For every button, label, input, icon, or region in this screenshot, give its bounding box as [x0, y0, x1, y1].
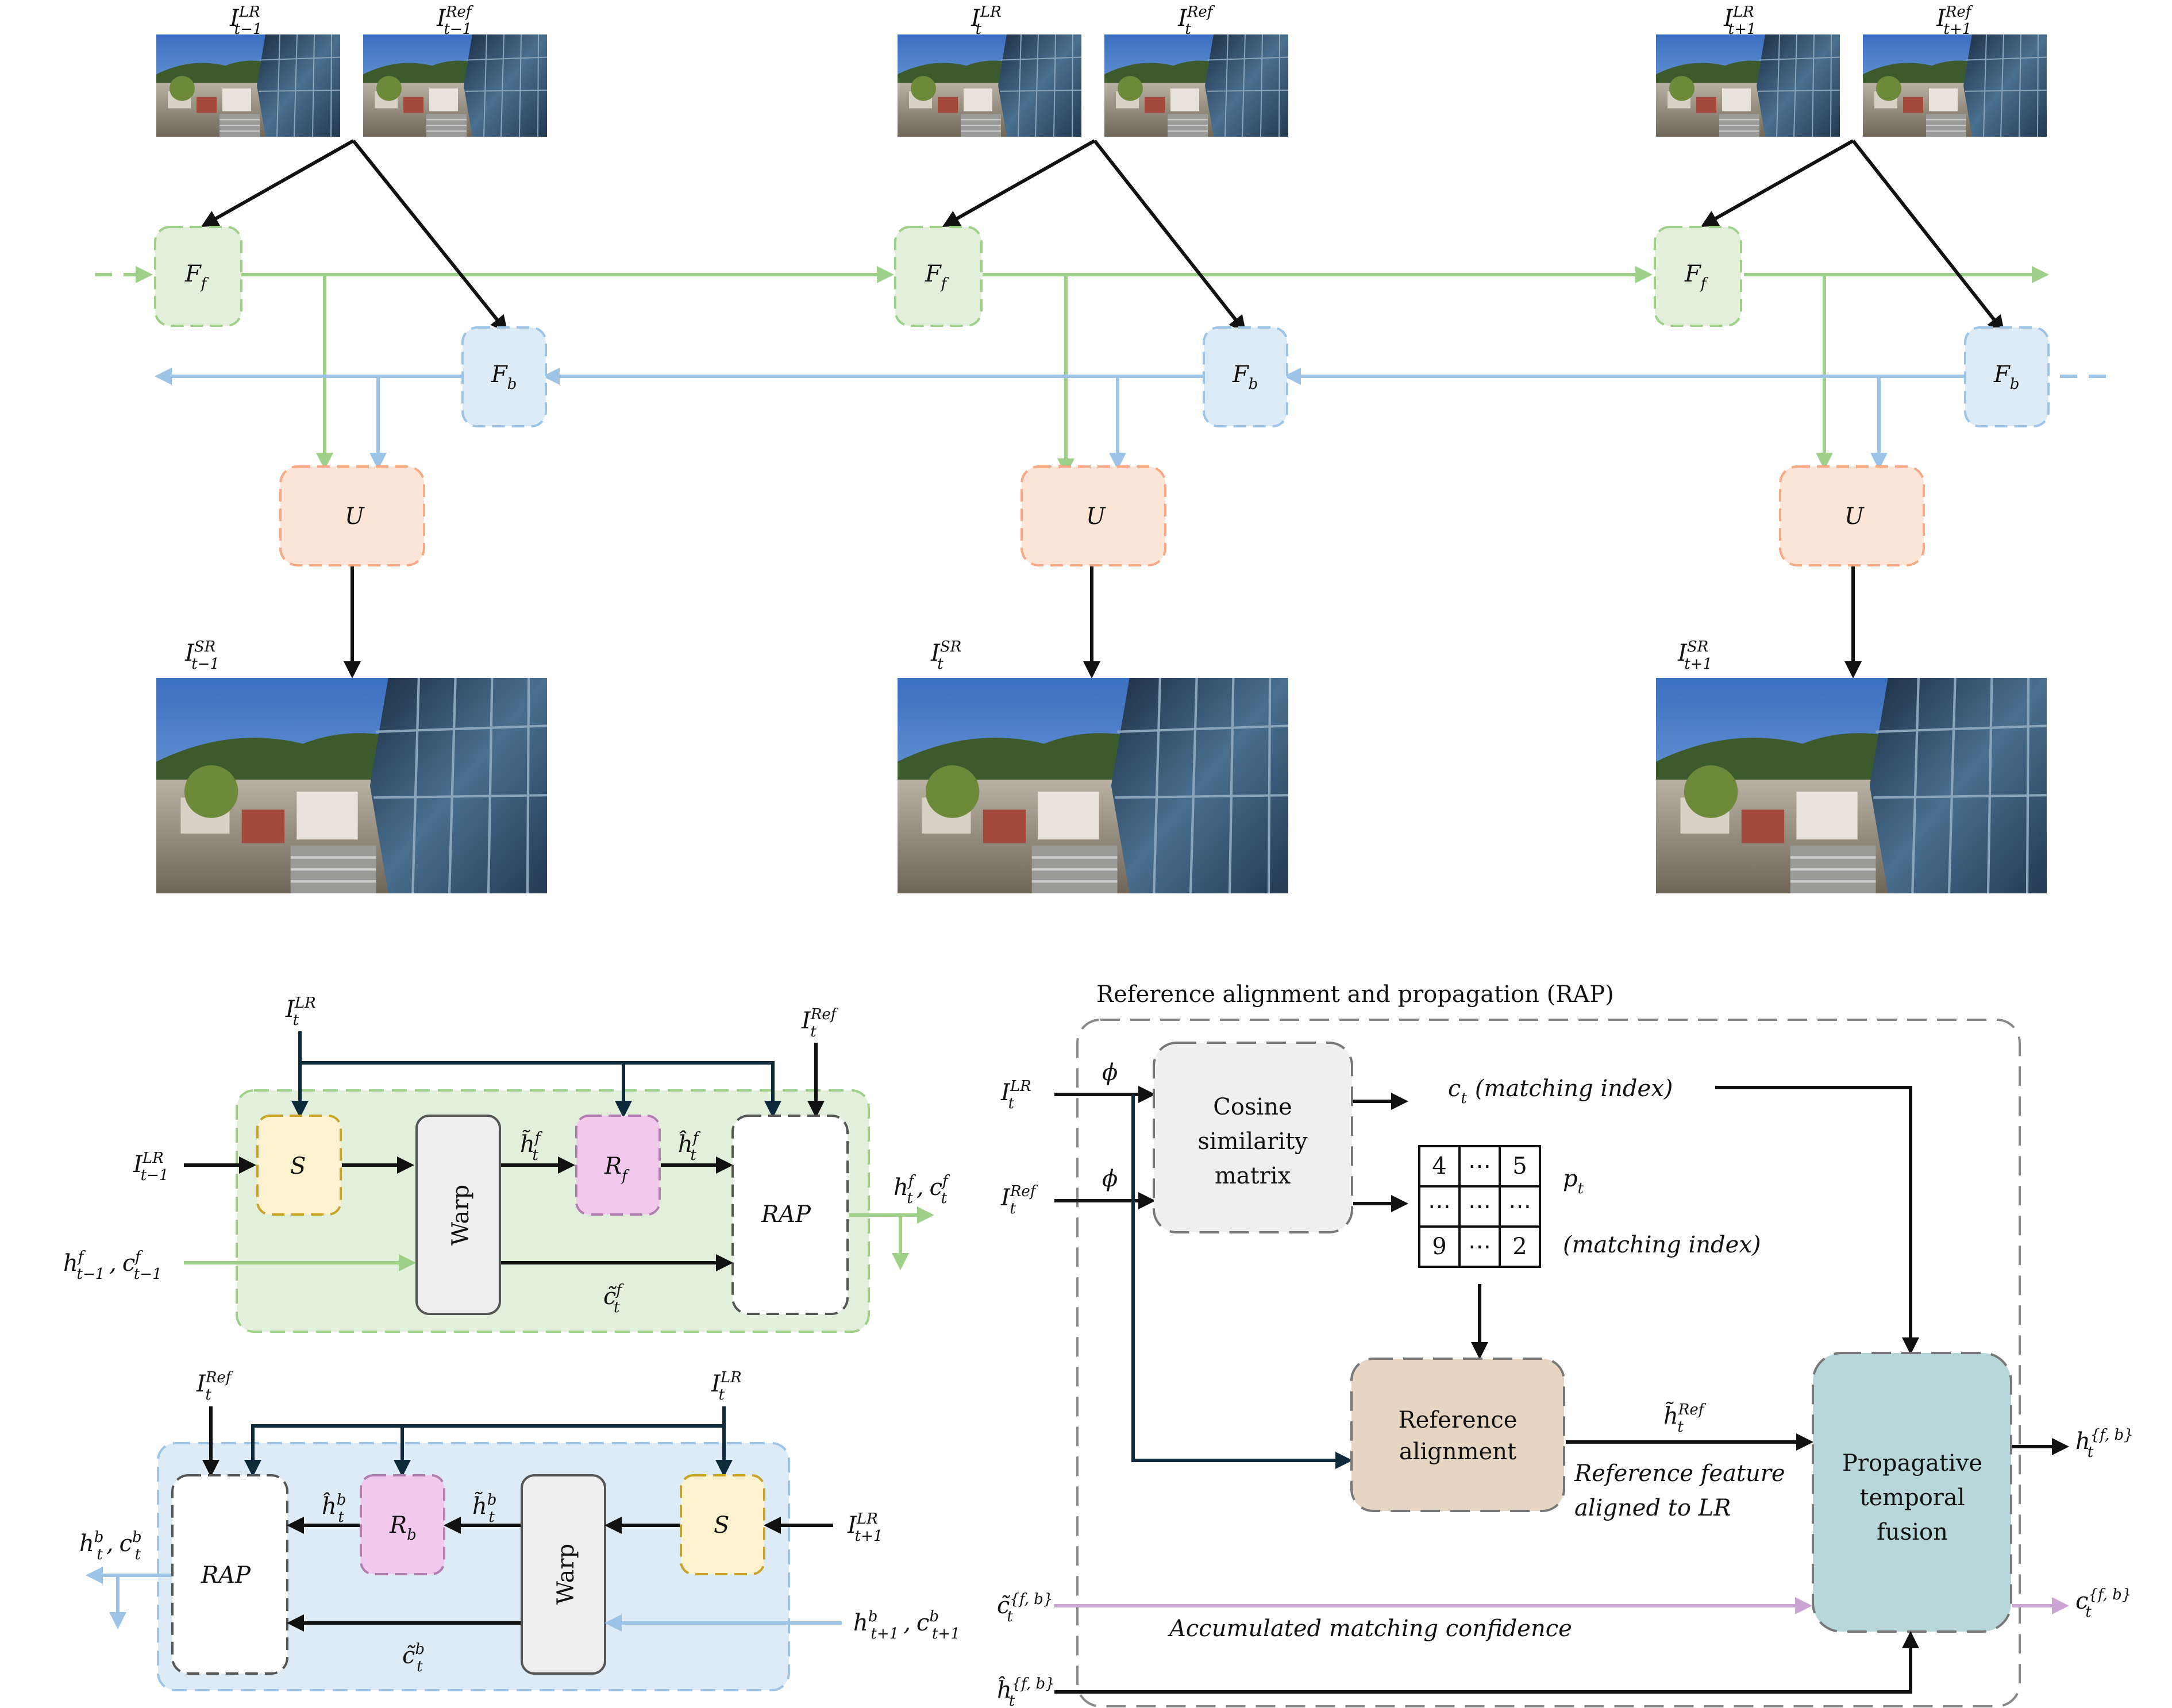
svg-text:Warp: Warp [448, 1185, 474, 1246]
svg-text:similarity: similarity [1197, 1128, 1308, 1155]
svg-text:hft−1,cft−1: hft−1,cft−1 [63, 1248, 162, 1283]
svg-text:Reference: Reference [1399, 1407, 1518, 1433]
svg-text:ct(matching index): ct(matching index) [1448, 1075, 1673, 1107]
svg-text:Warp: Warp [553, 1544, 579, 1605]
matching-index-grid: 4 ⋯ 5 ⋯ ⋯ ⋯ 9 ⋯ 2 [1418, 1145, 1541, 1268]
svg-text:U: U [1086, 503, 1106, 530]
svg-text:U: U [345, 503, 365, 530]
svg-text:temporal: temporal [1859, 1485, 1965, 1511]
svg-text:Cosine: Cosine [1213, 1094, 1292, 1120]
svg-text:S: S [290, 1153, 306, 1179]
svg-text:hft,cft: hft,cft [894, 1173, 950, 1207]
svg-text:Fb: Fb [491, 361, 517, 393]
svg-text:c̃bt: c̃bt [402, 1641, 425, 1675]
rap-panel-title: Reference alignment and propagation (RAP… [1096, 981, 1614, 1008]
lr-image-t-plus-1 [1656, 34, 1840, 137]
svg-text:⋯: ⋯ [1468, 1233, 1491, 1260]
ref-image-t-plus-1 [1863, 34, 2047, 137]
svg-text:Rb: Rb [389, 1512, 417, 1544]
svg-text:S: S [714, 1512, 729, 1539]
svg-text:h{f, b}t: h{f, b}t [2075, 1426, 2134, 1461]
svg-text:ϕ: ϕ [1102, 1166, 1118, 1192]
svg-text:pt: pt [1563, 1166, 1584, 1197]
svg-text:h̃bt: h̃bt [472, 1491, 496, 1526]
svg-text:fusion: fusion [1877, 1519, 1948, 1545]
lr-image-t-minus-1 [156, 34, 340, 137]
svg-text:9: 9 [1432, 1233, 1446, 1260]
svg-text:Fb: Fb [1232, 361, 1258, 393]
svg-text:hbt+1,cbt+1: hbt+1,cbt+1 [853, 1608, 960, 1643]
svg-text:hbt,cbt: hbt,cbt [79, 1529, 142, 1563]
input-arrows [201, 139, 2005, 678]
svg-text:Reference feature: Reference feature [1574, 1460, 1785, 1487]
ref-image-t [1104, 34, 1288, 137]
backward-blocks: Fb Fb Fb [461, 326, 2050, 427]
sr-image-t-plus-1 [1656, 678, 2047, 893]
svg-text:h̃ft: h̃ft [520, 1129, 543, 1164]
ref-image-t-minus-1 [363, 34, 547, 137]
svg-text:c̃{f, b}t: c̃{f, b}t [997, 1591, 1053, 1625]
svg-text:alignment: alignment [1399, 1439, 1516, 1465]
svg-text:Fb: Fb [1993, 361, 2019, 393]
svg-text:5: 5 [1512, 1153, 1527, 1179]
sr-image-t-minus-1 [156, 678, 547, 893]
sr-image-t [898, 678, 1288, 893]
svg-text:matrix: matrix [1215, 1163, 1291, 1189]
backward-propagation-line [155, 368, 2106, 470]
svg-text:⋯: ⋯ [1468, 1193, 1491, 1220]
svg-text:c{f, b}t: c{f, b}t [2075, 1586, 2131, 1621]
svg-text:RAP: RAP [201, 1562, 251, 1589]
svg-text:⋯: ⋯ [1468, 1153, 1491, 1179]
svg-text:4: 4 [1432, 1153, 1446, 1179]
lr-image-t [898, 34, 1081, 137]
svg-text:(matching index): (matching index) [1563, 1232, 1761, 1258]
svg-text:⋯: ⋯ [1428, 1193, 1451, 1220]
forward-blocks: Ff Ff Ff [154, 226, 1742, 327]
forward-propagation-line [95, 266, 2049, 476]
svg-text:ϕ: ϕ [1102, 1059, 1118, 1086]
svg-text:⋯: ⋯ [1508, 1193, 1531, 1220]
svg-text:ĥbt: ĥbt [322, 1491, 346, 1526]
svg-text:aligned to LR: aligned to LR [1574, 1495, 1731, 1521]
rap-detail-panel: Reference alignment and propagation (RAP… [997, 981, 2134, 1708]
svg-text:Propagative: Propagative [1842, 1450, 1982, 1476]
upsampling-blocks: U U U [279, 465, 1925, 566]
svg-text:2: 2 [1512, 1233, 1527, 1260]
svg-text:RAP: RAP [761, 1201, 811, 1228]
svg-text:U: U [1844, 503, 1865, 530]
svg-text:ĥ{f, b}t: ĥ{f, b}t [997, 1675, 1055, 1708]
svg-text:Accumulated matching confidenc: Accumulated matching confidence [1167, 1616, 1572, 1642]
